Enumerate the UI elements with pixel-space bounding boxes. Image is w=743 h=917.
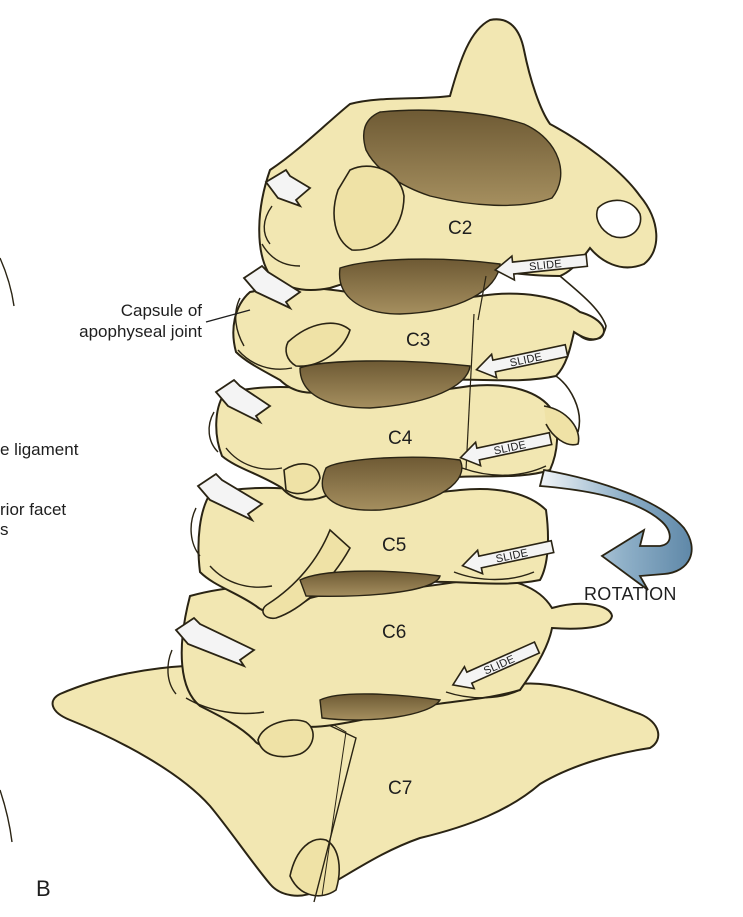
facet-label-line2: s	[0, 520, 9, 540]
ligament-label: e ligament	[0, 440, 78, 460]
capsule-label-line1: Capsule of	[79, 300, 202, 321]
panel-a-fragments	[0, 258, 14, 842]
rotation-label: ROTATION	[584, 584, 677, 605]
panel-label: B	[36, 876, 51, 902]
vertebra-label-c4: C4	[388, 428, 412, 450]
vertebra-label-c2: C2	[448, 218, 472, 240]
vertebra-label-c5: C5	[382, 535, 406, 557]
vertebra-label-c7: C7	[388, 778, 412, 800]
capsule-label-line2: apophyseal joint	[79, 321, 202, 342]
capsule-label: Capsule of apophyseal joint	[79, 300, 202, 342]
facet-label-line1: rior facet	[0, 500, 66, 520]
vertebra-label-c6: C6	[382, 622, 406, 644]
vertebra-label-c3: C3	[406, 330, 430, 352]
rotation-arrow	[540, 470, 692, 590]
